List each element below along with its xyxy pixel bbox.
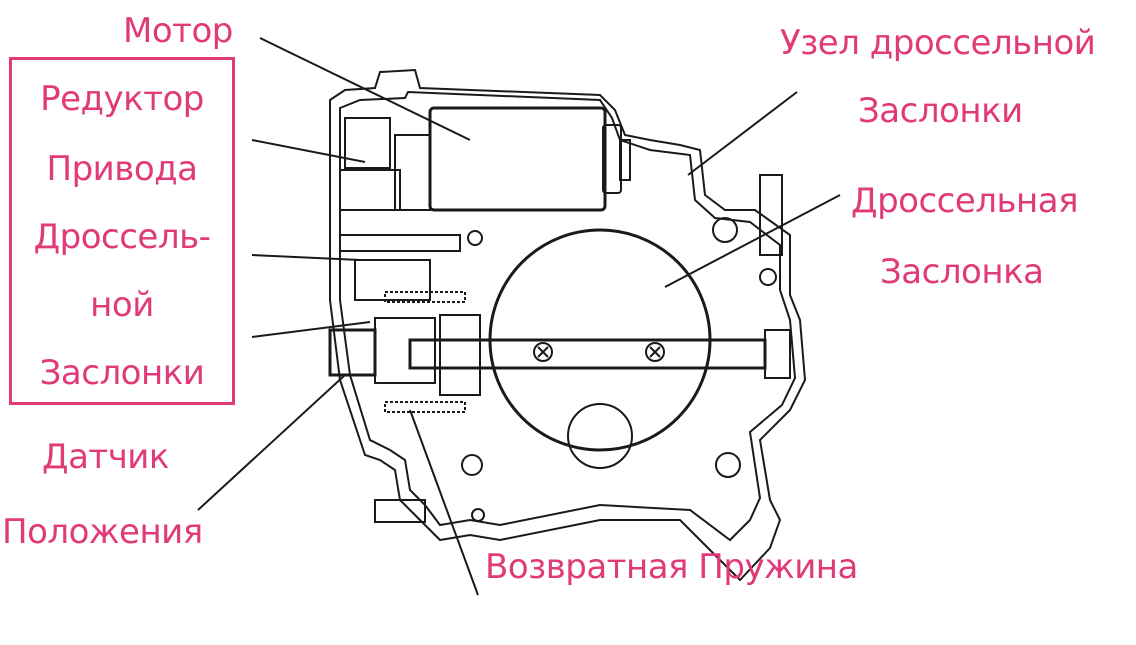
label-reducer-5: Заслонки xyxy=(39,353,205,393)
label-reducer-4: ной xyxy=(90,285,154,325)
leader-reducer-3 xyxy=(251,321,371,338)
mount-hole-right-mid xyxy=(712,217,738,243)
motor-nub xyxy=(619,139,631,181)
label-throttle-plate-2: Заслонка xyxy=(880,252,1044,292)
label-sensor-1: Датчик xyxy=(42,437,169,477)
label-sensor-2: Положения xyxy=(2,512,203,552)
gear-teeth-bottom xyxy=(384,401,466,413)
label-throttle-body-1: Узел дроссельной xyxy=(780,23,1096,63)
label-reducer-1: Редуктор xyxy=(40,79,204,119)
shaft-bar-top xyxy=(339,234,461,252)
label-reducer-3: Дроссель- xyxy=(33,217,211,257)
reducer-label-box xyxy=(9,57,235,405)
housing-inner xyxy=(339,90,797,542)
motor-mount xyxy=(394,134,431,211)
leader-throttle-plate xyxy=(664,194,841,288)
gear-stack-2 xyxy=(339,169,401,211)
leader-motor xyxy=(259,37,471,141)
label-motor: Мотор xyxy=(123,11,233,51)
screw-x-2 xyxy=(649,346,661,358)
throttle-shaft xyxy=(408,338,767,370)
motor-body xyxy=(428,106,607,212)
label-throttle-plate-1: Дроссельная xyxy=(851,181,1079,221)
label-throttle-body-2: Заслонки xyxy=(858,91,1023,131)
shaft-screw-2 xyxy=(645,342,665,362)
leader-reducer-1 xyxy=(251,139,366,163)
housing-outline xyxy=(329,68,807,582)
mount-hole-bottom xyxy=(461,454,483,476)
shaft-screw-1 xyxy=(533,342,553,362)
leader-throttle-body xyxy=(687,91,798,176)
mount-hole-right-bottom xyxy=(715,452,741,478)
sensor-body xyxy=(374,317,436,384)
gear-teeth-top xyxy=(384,291,466,303)
leader-sensor xyxy=(197,374,346,511)
sector-gear xyxy=(354,259,431,301)
leader-spring xyxy=(409,409,479,596)
mount-hole-right-top xyxy=(759,268,777,286)
screw-x-1 xyxy=(537,346,549,358)
bolt-hole-top xyxy=(467,230,483,246)
vacuum-pipe-top xyxy=(759,174,783,256)
label-reducer-2: Привода xyxy=(46,149,198,189)
shaft-end xyxy=(764,329,791,379)
plate-lower-hole xyxy=(567,403,633,469)
vacuum-pipe-bottom xyxy=(374,499,426,523)
bearing-block xyxy=(439,314,481,396)
leader-reducer-2 xyxy=(251,254,361,261)
mount-hole-bottom-small xyxy=(471,508,485,522)
label-return-spring: Возвратная Пружина xyxy=(485,547,858,587)
gear-stack-1 xyxy=(344,117,391,169)
